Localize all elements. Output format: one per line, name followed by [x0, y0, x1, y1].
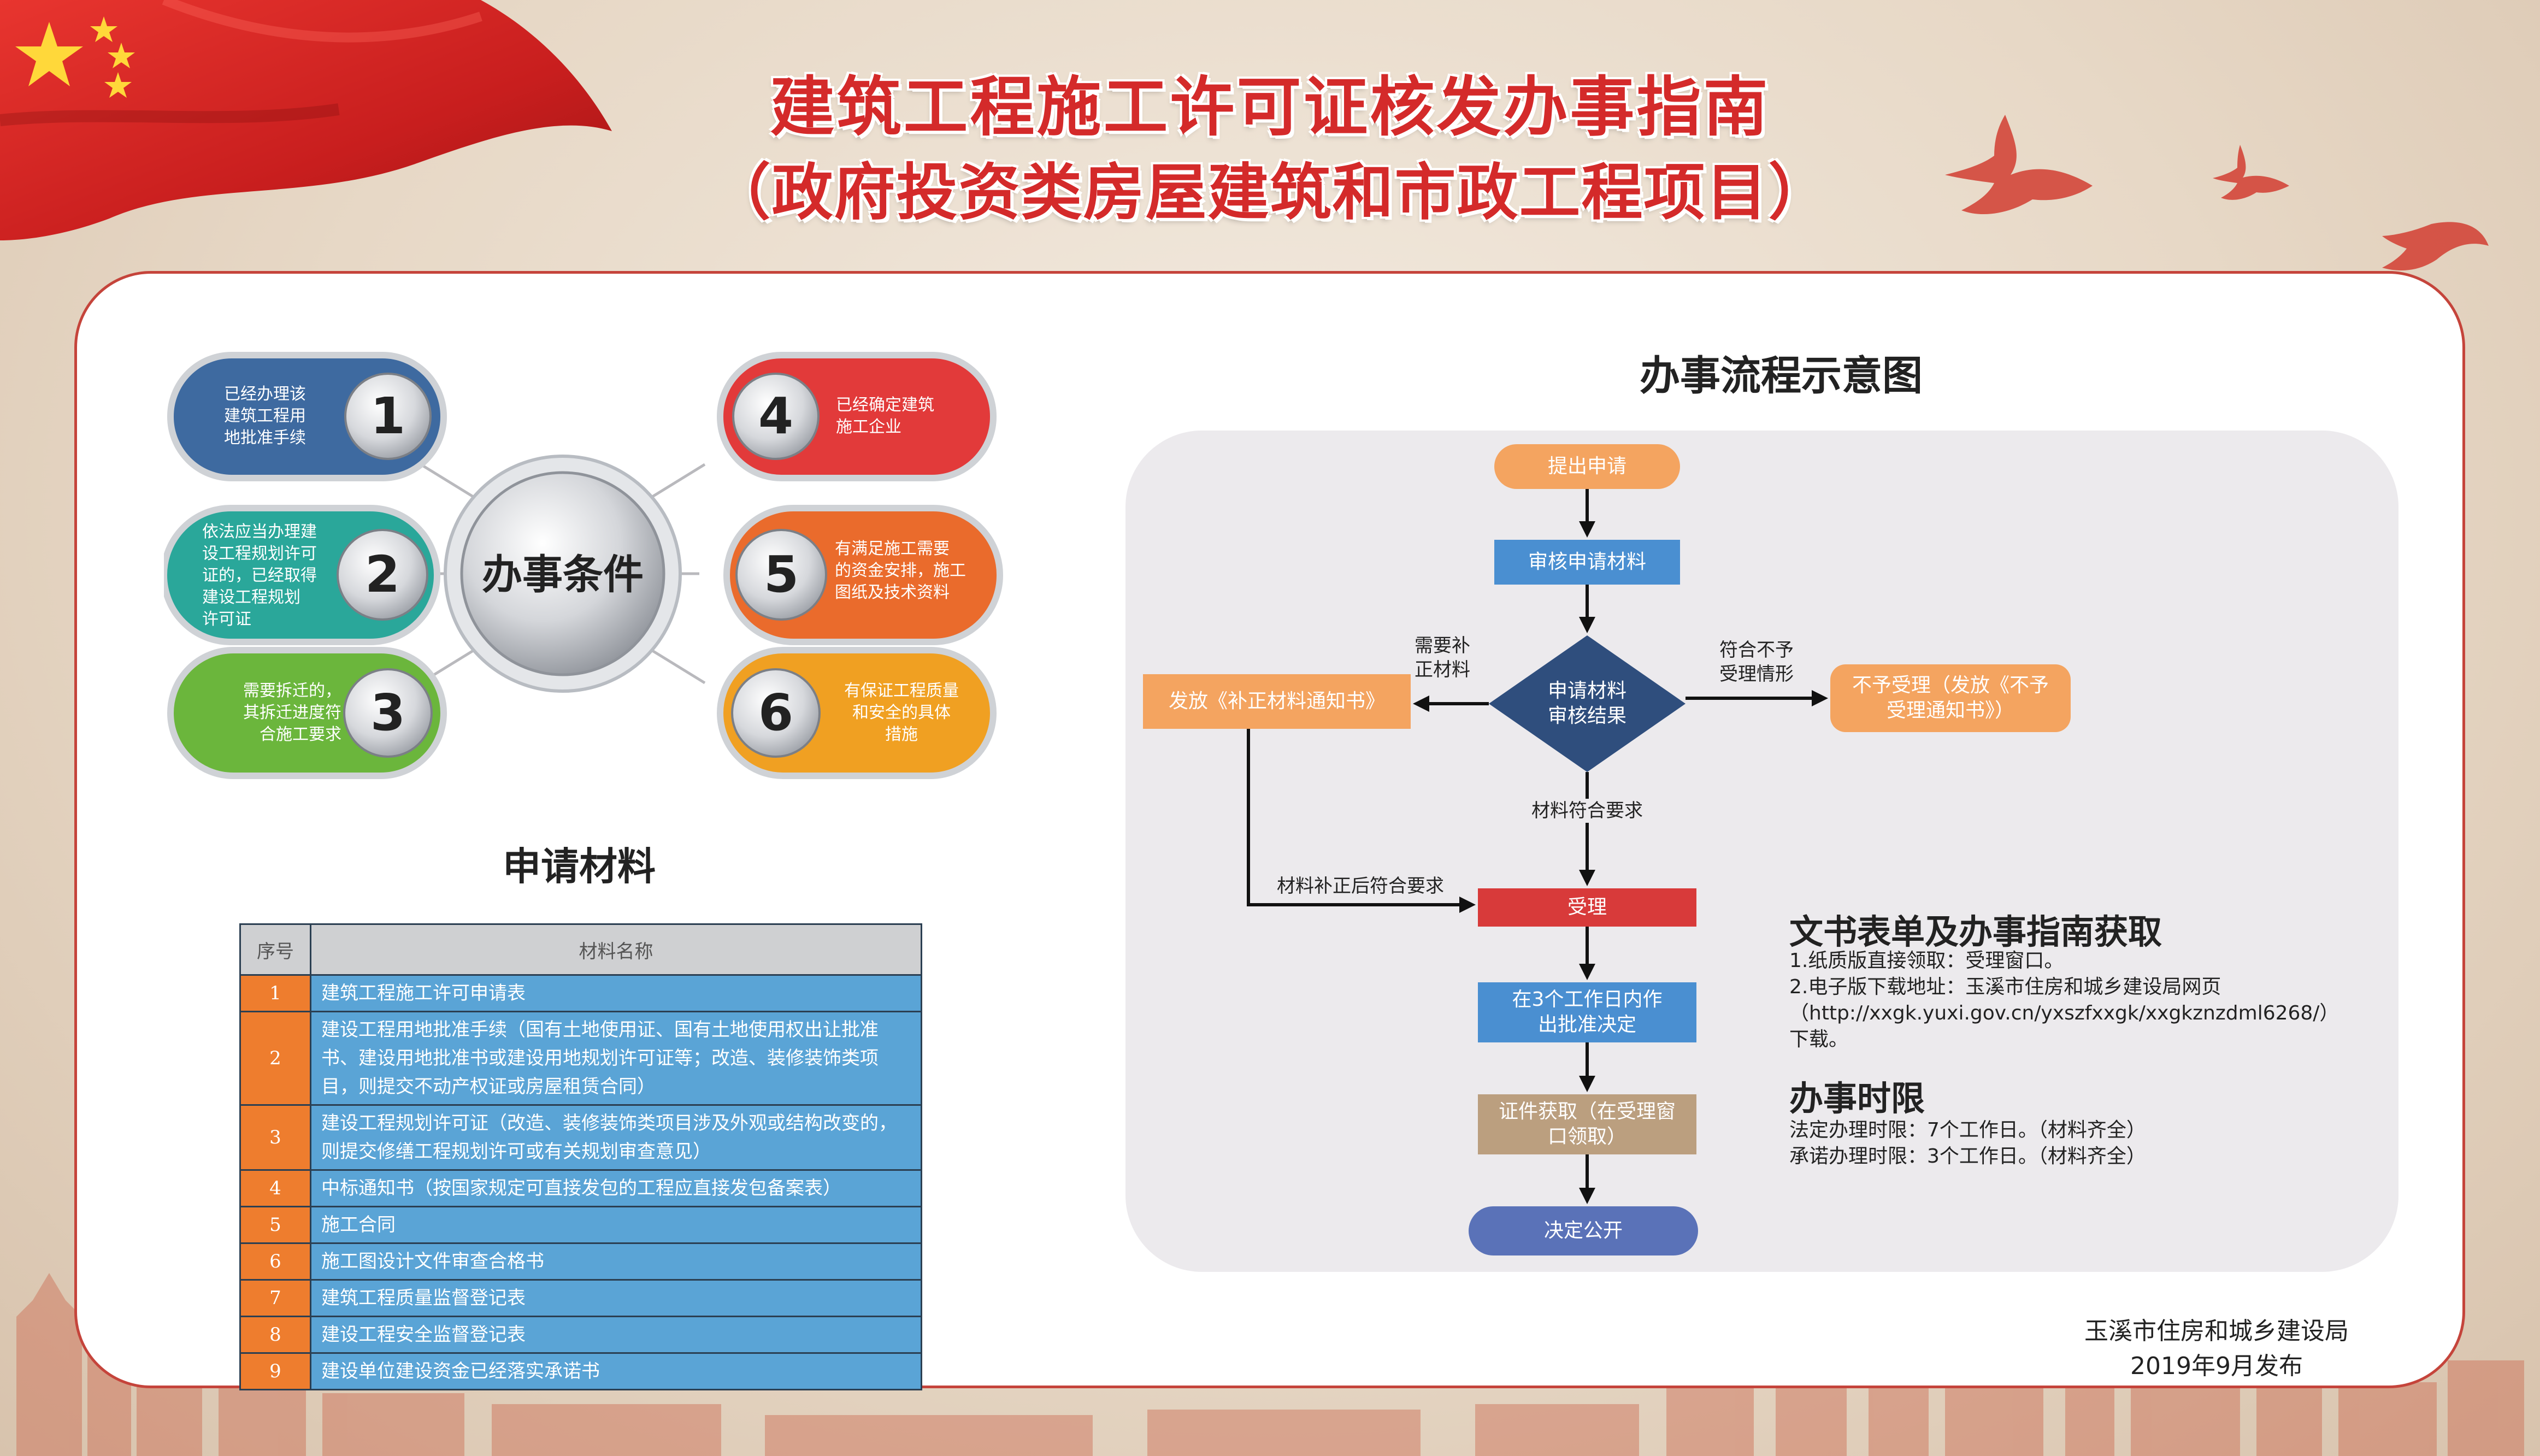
label-after-supplement: 材料补正后符合要求 — [1277, 875, 1444, 897]
documents-url: （http://xxgk.yuxi.gov.cn/yxszfxxgk/xxgkz… — [1789, 1002, 2339, 1024]
materials-heading: 申请材料 — [503, 844, 656, 889]
label-meets: 材料符合要求 — [1513, 799, 1661, 823]
node-accept — [1478, 888, 1696, 927]
node-certificate — [1478, 1094, 1696, 1154]
center-circle — [460, 471, 665, 676]
publish-date: 2019年9月发布 — [2130, 1352, 2303, 1380]
documents-lines: 1.纸质版直接领取：受理窗口。 2.电子版下载地址：玉溪市住房和城乡建设局网页 … — [1789, 948, 2401, 1053]
red-flag-decoration — [0, 0, 612, 240]
row-number: 6 — [239, 1242, 311, 1281]
row-material-name: 施工图设计文件审查合格书 — [310, 1242, 922, 1281]
node-publish-text: 决定公开 — [1543, 1219, 1623, 1242]
documents-line: 1.纸质版直接领取：受理窗口。 — [1789, 950, 2064, 972]
row-material-name: 建设工程用地批准手续（国有土地使用证、国有土地使用权出让批准书、建设用地批准书或… — [310, 1011, 922, 1106]
node-supplement — [1143, 674, 1411, 729]
column-header-name: 材料名称 — [310, 923, 922, 976]
row-number: 2 — [239, 1011, 311, 1106]
documents-heading: 文书表单及办事指南获取 — [1789, 912, 2162, 952]
time-limit-heading: 办事时限 — [1789, 1078, 1925, 1118]
time-limit-line: 承诺办理时限：3个工作日。（材料齐全） — [1789, 1145, 2146, 1168]
condition-number-6: 6 — [758, 683, 793, 742]
condition-text-4: 已经确定建筑 施工企业 — [836, 396, 934, 437]
row-material-name: 中标通知书（按国家规定可直接发包的工程应直接发包备案表） — [310, 1169, 922, 1207]
node-review-text: 审核申请材料 — [1528, 551, 1646, 573]
row-material-name: 建设工程安全监督登记表 — [310, 1316, 922, 1354]
node-publish — [1469, 1206, 1698, 1255]
row-number: 5 — [239, 1206, 311, 1244]
documents-line: 下载。 — [1789, 1028, 1849, 1051]
label-need-supplement: 需要补 正材料 — [1415, 635, 1470, 681]
row-material-name: 建筑工程质量监督登记表 — [310, 1279, 922, 1317]
conditions-heading: 办事条件 — [482, 551, 644, 598]
node-approve — [1478, 982, 1696, 1042]
condition-text-6: 有保证工程质量 和安全的具体 措施 — [844, 681, 959, 744]
node-decision — [1489, 635, 1686, 772]
row-number: 1 — [239, 974, 311, 1012]
flow-chart — [1143, 444, 2071, 1255]
node-certificate-text: 证件获取（在受理窗 口领取） — [1498, 1100, 1676, 1148]
row-material-name: 建筑工程施工许可申请表 — [310, 974, 922, 1012]
condition-text-1: 已经办理该 建筑工程用 地批准手续 — [224, 385, 306, 447]
condition-number-5: 5 — [763, 545, 799, 604]
node-approve-text: 在3个工作日内作 出批准决定 — [1512, 988, 1663, 1036]
condition-number-1: 1 — [370, 387, 405, 445]
row-number: 9 — [239, 1352, 311, 1390]
label-not-accepted: 符合不予 受理情形 — [1719, 639, 1794, 685]
condition-number-4: 4 — [758, 387, 793, 445]
condition-text-2: 依法应当办理建 设工程规划许可 证的，已经取得 建设工程规划 许可证 — [202, 522, 317, 629]
issuer: 玉溪市住房和城乡建设局 — [2084, 1317, 2349, 1345]
row-number: 7 — [239, 1279, 311, 1317]
row-material-name: 建设单位建设资金已经落实承诺书 — [310, 1352, 922, 1390]
row-material-name: 施工合同 — [310, 1206, 922, 1244]
node-reject-text: 不予受理（发放《不予 受理通知书》） — [1852, 674, 2049, 722]
row-material-name: 建设工程规划许可证（改造、装修装饰类项目涉及外观或结构改变的，则提交修缮工程规划… — [310, 1104, 922, 1171]
condition-text-5: 有满足施工需要 的资金安排，施工 图纸及技术资料 — [835, 539, 966, 602]
time-limit-line: 法定办理时限：7个工作日。（材料齐全） — [1789, 1119, 2146, 1141]
node-accept-text: 受理 — [1567, 896, 1607, 918]
time-limit-lines: 法定办理时限：7个工作日。（材料齐全） 承诺办理时限：3个工作日。（材料齐全） — [1789, 1117, 2368, 1170]
condition-number-3: 3 — [370, 683, 405, 742]
node-supplement-text: 发放《补正材料通知书》 — [1168, 690, 1385, 712]
page-title: 建筑工程施工许可证核发办事指南 — [770, 69, 1770, 145]
dove-decoration — [1945, 115, 2489, 270]
column-header-no: 序号 — [239, 923, 311, 976]
node-apply-text: 提出申请 — [1547, 455, 1626, 478]
node-apply — [1494, 444, 1680, 489]
row-number: 4 — [239, 1169, 311, 1207]
flow-heading: 办事流程示意图 — [1640, 352, 1923, 399]
number-circles — [337, 373, 827, 758]
condition-number-2: 2 — [364, 545, 400, 604]
star-icon — [15, 16, 135, 98]
documents-line: 2.电子版下载地址：玉溪市住房和城乡建设局网页 — [1789, 976, 2221, 998]
loop-arrow — [1247, 729, 1476, 913]
node-review — [1494, 540, 1680, 585]
node-reject — [1830, 664, 2071, 732]
table-header-row: 序号 材料名称 — [239, 923, 922, 976]
row-number: 8 — [239, 1316, 311, 1354]
node-decision-text: 申请材料 审核结果 — [1547, 680, 1626, 727]
row-number: 3 — [239, 1104, 311, 1171]
footer: 玉溪市住房和城乡建设局 2019年9月发布 — [2084, 1314, 2349, 1384]
condition-text-3: 需要拆迁的， 其拆迁进度符 合施工要求 — [243, 681, 341, 744]
flow-panel — [1125, 431, 2398, 1272]
conditions-diagram — [164, 352, 1003, 779]
page-subtitle: （政府投资类房屋建筑和市政工程项目） — [709, 157, 1831, 228]
